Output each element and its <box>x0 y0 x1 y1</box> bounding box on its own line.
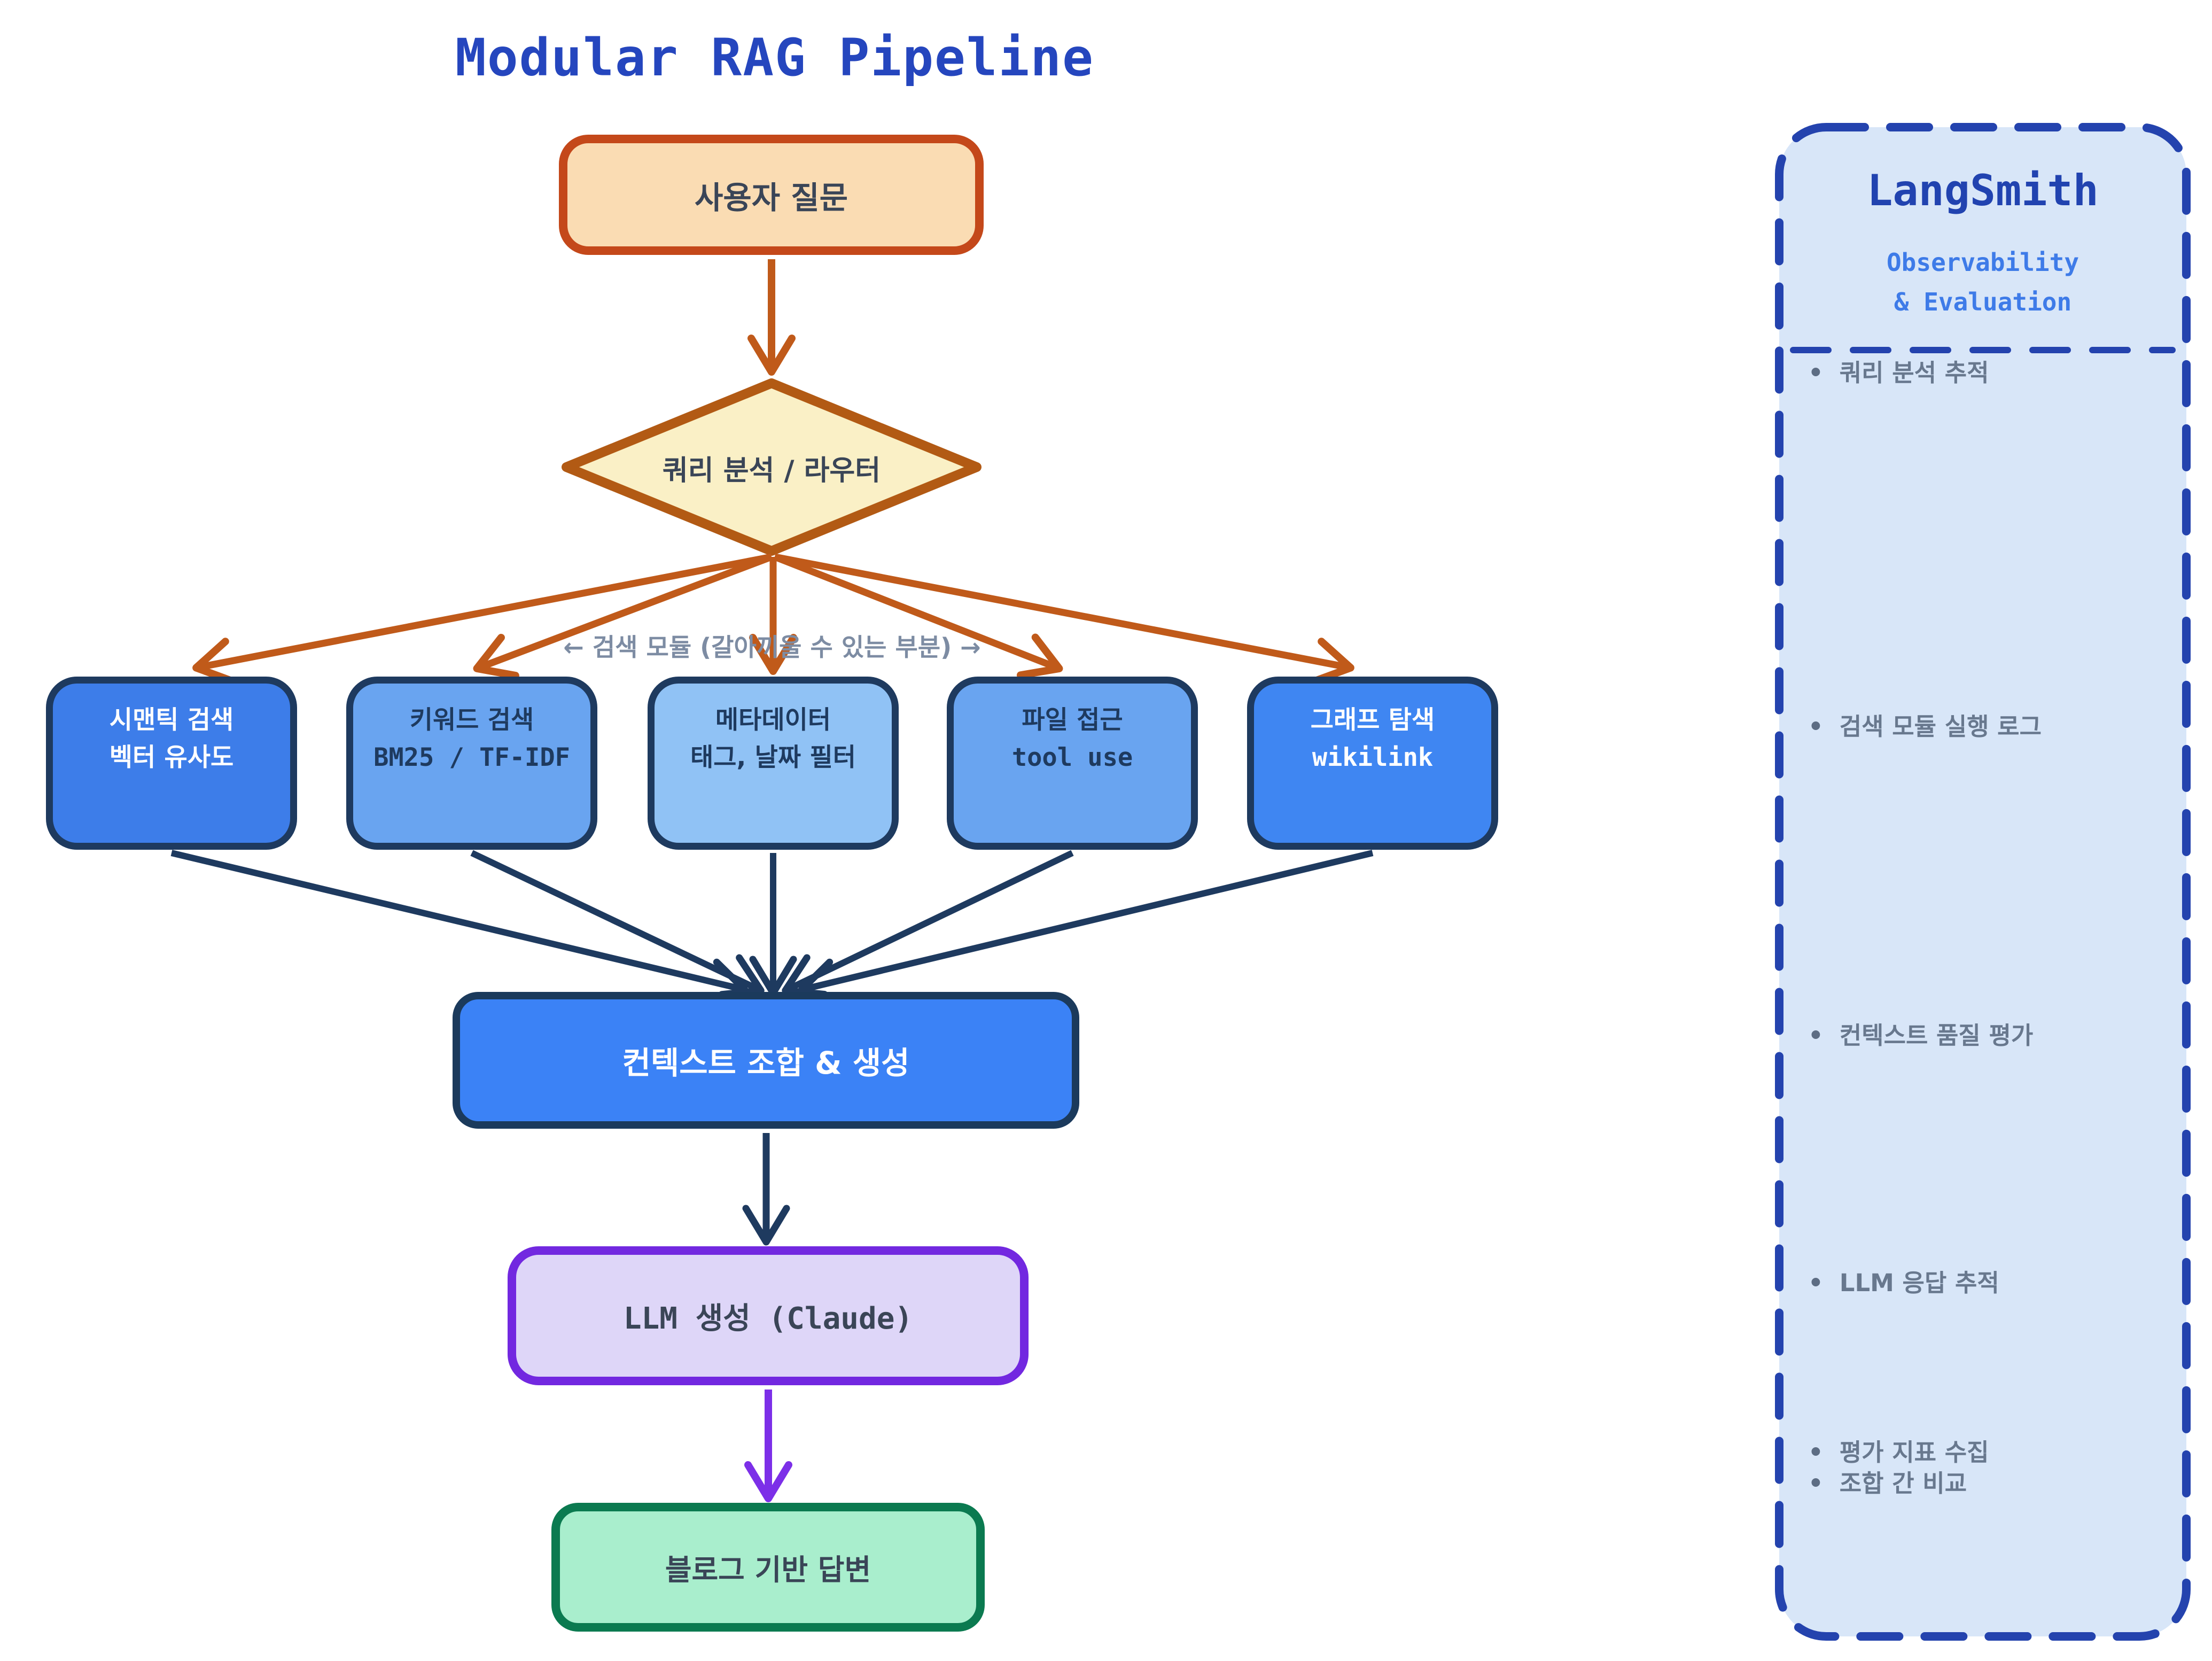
module-line2: BM25 / TF-IDF <box>373 742 570 772</box>
query-router-node: 쿼리 분석 / 라우터 <box>611 428 932 508</box>
user-question-node: 사용자 질문 <box>559 135 984 255</box>
user-question-label: 사용자 질문 <box>695 179 848 216</box>
module-line1: 그래프 탐색 <box>1310 705 1435 735</box>
bullet-icon: • <box>1808 712 1824 741</box>
observation-label: 조합 간 비교 <box>1839 1469 1967 1497</box>
bullet-icon: • <box>1808 1021 1824 1050</box>
module-line2: tool use <box>1011 742 1133 772</box>
langsmith-panel-border <box>1775 123 2191 1641</box>
bullet-icon: • <box>1808 1469 1824 1497</box>
observation-label: 검색 모듈 실행 로그 <box>1839 712 2042 741</box>
arrow-router-to-file <box>773 553 1063 679</box>
observation-item: • 조합 간 비교 <box>1808 1469 2161 1499</box>
module-line1: 파일 접근 <box>1022 705 1123 735</box>
arrow-router-to-graph <box>774 553 1354 685</box>
module-line1: 시맨틱 검색 <box>109 705 234 735</box>
query-router-diamond <box>562 378 982 556</box>
observation-item: • LLM 응답 추적 <box>1808 1268 2161 1298</box>
final-answer-label: 블로그 기반 답변 <box>665 1553 871 1587</box>
observation-label: LLM 응답 추적 <box>1839 1269 1999 1297</box>
llm-generation-node: LLM 생성 (Claude) <box>508 1246 1029 1385</box>
query-router-label: 쿼리 분석 / 라우터 <box>662 454 881 487</box>
observation-label: 평가 지표 수집 <box>1839 1438 1989 1466</box>
arrow-router-to-keyword <box>473 553 773 680</box>
bullet-icon: • <box>1808 359 1824 387</box>
panel-title: LangSmith <box>1867 166 2099 215</box>
module-line2: 벡터 유사도 <box>109 742 234 772</box>
module-line2: wikilink <box>1312 742 1434 772</box>
langsmith-panel: LangSmith Observability & Evaluation • 쿼… <box>1775 123 2191 1641</box>
arrow-semantic-to-context <box>170 850 749 1005</box>
panel-subtitle: Observability & Evaluation <box>1775 243 2191 322</box>
observation-label: 쿼리 분석 추적 <box>1839 359 1989 387</box>
module-line1: 메타데이터 <box>715 705 831 735</box>
page-title: Modular RAG Pipeline <box>455 28 1094 88</box>
arrow-keyword-to-context <box>470 850 765 998</box>
context-assembly-label: 컨텍스트 조합 & 생성 <box>622 1045 910 1081</box>
context-assembly-node: 컨텍스트 조합 & 생성 <box>453 992 1079 1129</box>
bullet-icon: • <box>1808 1269 1824 1297</box>
observation-item: • 평가 지표 수집 <box>1808 1438 2161 1468</box>
bullet-icon: • <box>1808 1438 1824 1466</box>
module-keyword-search: 키워드 검색 BM25 / TF-IDF <box>346 677 597 850</box>
module-metadata-filter: 메타데이터 태그, 날짜 필터 <box>648 677 899 850</box>
panel-subtitle-line2: & Evaluation <box>1894 287 2072 316</box>
module-line1: 키워드 검색 <box>409 705 534 735</box>
observation-item: • 쿼리 분석 추적 <box>1808 358 2161 388</box>
arrow-file-to-context <box>782 850 1074 998</box>
module-semantic-search: 시맨틱 검색 벡터 유사도 <box>46 677 297 850</box>
module-line2: 태그, 날짜 필터 <box>690 742 856 772</box>
arrow-router-to-semantic <box>192 553 773 685</box>
observation-item: • 검색 모듈 실행 로그 <box>1808 712 2161 742</box>
llm-generation-label: LLM 생성 (Claude) <box>623 1301 913 1336</box>
panel-subtitle-line1: Observability <box>1886 248 2079 277</box>
module-graph-traversal: 그래프 탐색 wikilink <box>1247 677 1498 850</box>
module-file-access: 파일 접근 tool use <box>947 677 1198 850</box>
observation-item: • 컨텍스트 품질 평가 <box>1808 1021 2161 1051</box>
modules-caption: ← 검색 모듈 (갈아끼울 수 있는 부분) → <box>563 633 981 662</box>
arrow-graph-to-context <box>798 850 1374 1005</box>
observation-label: 컨텍스트 품질 평가 <box>1839 1021 2034 1050</box>
final-answer-node: 블로그 기반 답변 <box>551 1503 985 1632</box>
